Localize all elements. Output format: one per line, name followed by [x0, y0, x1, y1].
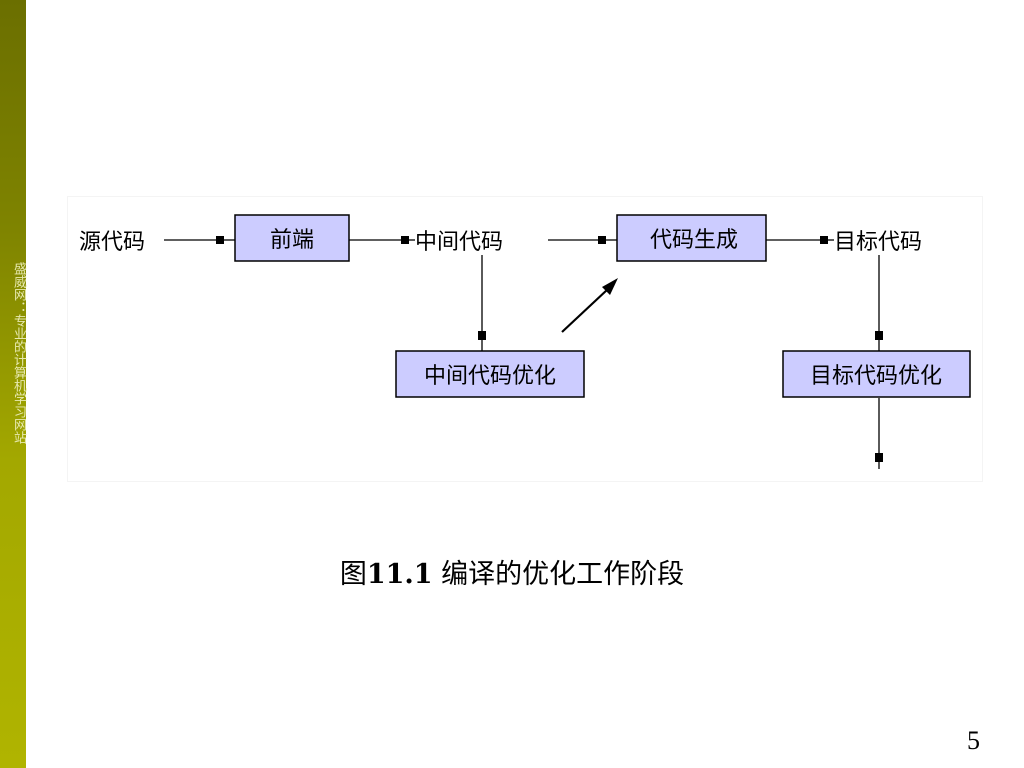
- arrow-head-opt-to-codegen: [602, 278, 618, 295]
- side-watermark-text: 盛威网：专业的计算机学习网站: [11, 262, 26, 444]
- node-source: 源代码: [79, 230, 145, 255]
- node-intermediate-opt-label: 中间代码优化: [424, 364, 556, 389]
- arrow-head-codegen: [598, 236, 606, 244]
- arrow-head-intermediate: [401, 236, 409, 244]
- diagram-connectors: [164, 236, 883, 469]
- node-intermediate-label: 中间代码: [415, 230, 503, 255]
- figure-caption: 图11.1 编译的优化工作阶段: [0, 552, 1024, 591]
- node-codegen-label: 代码生成: [650, 228, 738, 253]
- node-intermediate: 中间代码: [415, 230, 503, 255]
- node-source-label: 源代码: [79, 230, 145, 255]
- arrow-head-output: [875, 453, 883, 462]
- node-target: 目标代码: [834, 230, 922, 255]
- node-intermediate-opt-box: [395, 350, 585, 398]
- node-target-opt: 目标代码优化: [782, 350, 971, 398]
- page-number: 5: [967, 726, 980, 755]
- diagram-canvas: 源代码 前端 中间代码 代码生成 目标代码 中间代码优化: [79, 214, 971, 469]
- node-intermediate-opt: 中间代码优化: [395, 350, 585, 398]
- node-codegen-box: [616, 214, 767, 262]
- caption-prefix: 图: [339, 559, 367, 590]
- arrow-head-target: [820, 236, 828, 244]
- node-target-opt-label: 目标代码优化: [810, 364, 942, 389]
- node-codegen: 代码生成: [616, 214, 767, 262]
- arrow-head-target-opt: [875, 331, 883, 340]
- node-frontend-label: 前端: [270, 228, 314, 253]
- node-target-label: 目标代码: [834, 230, 922, 255]
- caption-number: 11.1: [366, 559, 433, 590]
- caption-text: 编译的优化工作阶段: [441, 559, 685, 590]
- side-bar: 盛威网：专业的计算机学习网站: [0, 0, 26, 768]
- compiler-optimization-diagram: 源代码 前端 中间代码 代码生成 目标代码 中间代码优化: [67, 196, 983, 482]
- node-target-opt-box: [782, 350, 971, 398]
- arrow-head-frontend: [216, 236, 224, 244]
- node-frontend-box: [234, 214, 350, 262]
- arrow-opt-to-codegen: [561, 288, 609, 333]
- node-frontend: 前端: [234, 214, 350, 262]
- arrow-head-intermediate-opt: [478, 331, 486, 340]
